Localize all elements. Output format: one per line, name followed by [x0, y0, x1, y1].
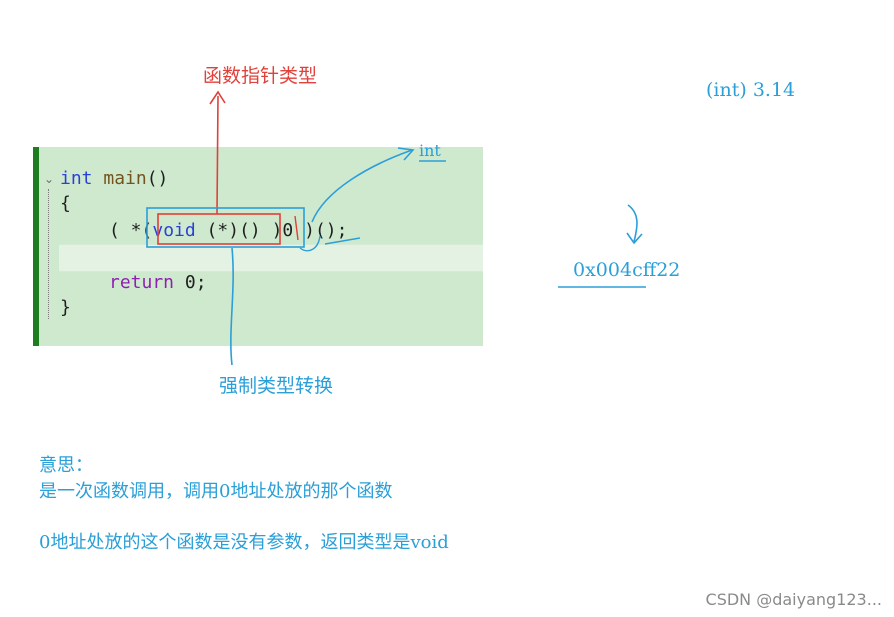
cast-connector-line: [230, 247, 234, 366]
current-line-highlight: [59, 244, 483, 272]
return-value: 0;: [174, 272, 207, 293]
notes-line-1: 是一次函数调用，调用0地址处放的那个函数: [39, 481, 393, 502]
code-call-close: )();: [293, 220, 348, 241]
main-parens: (): [146, 168, 169, 189]
editor-gutter-bar: [33, 147, 39, 346]
zero-swoosh: [299, 235, 321, 252]
indent-guide: [48, 189, 49, 319]
red-tick-mark: [294, 215, 299, 241]
red-arrow-shaft: [216, 95, 219, 215]
keyword-return: return: [109, 272, 175, 293]
cast-box: [146, 207, 305, 248]
code-zero: 0: [282, 220, 294, 241]
red-arrow-head-icon: [209, 90, 226, 105]
int-label: int: [419, 141, 441, 160]
keyword-void: void: [152, 220, 196, 241]
address-arrow-head-icon: [626, 232, 643, 245]
int-cast-example: (int) 3.14: [706, 79, 796, 101]
notes-line-2: 0地址处放的这个函数是没有参数，返回类型是void: [39, 532, 449, 553]
code-line-6: }: [60, 297, 71, 318]
function-pointer-box: [157, 213, 281, 245]
code-line-1: int main(): [60, 168, 168, 190]
code-line-2: {: [60, 193, 71, 214]
watermark: CSDN @daiyang123...: [705, 590, 882, 609]
address-label: 0x004cff22: [573, 259, 681, 281]
zero-underline: [324, 237, 361, 245]
keyword-int: int: [60, 168, 93, 189]
int-arrow-head-icon: [397, 147, 415, 161]
code-pointer-type: (*)() ): [195, 220, 283, 241]
notes-heading: 意思：: [39, 455, 93, 476]
code-line-3: ( *(void (*)() )0 )();: [109, 220, 347, 242]
address-arrow-shaft: [627, 204, 638, 243]
function-pointer-type-label: 函数指针类型: [203, 65, 318, 87]
fold-chevron-icon[interactable]: ⌄: [44, 172, 55, 186]
int-arrow-shaft: [311, 149, 413, 223]
cast-label: 强制类型转换: [219, 375, 334, 397]
function-main: main: [103, 168, 147, 189]
code-line-5: return 0;: [109, 272, 207, 294]
